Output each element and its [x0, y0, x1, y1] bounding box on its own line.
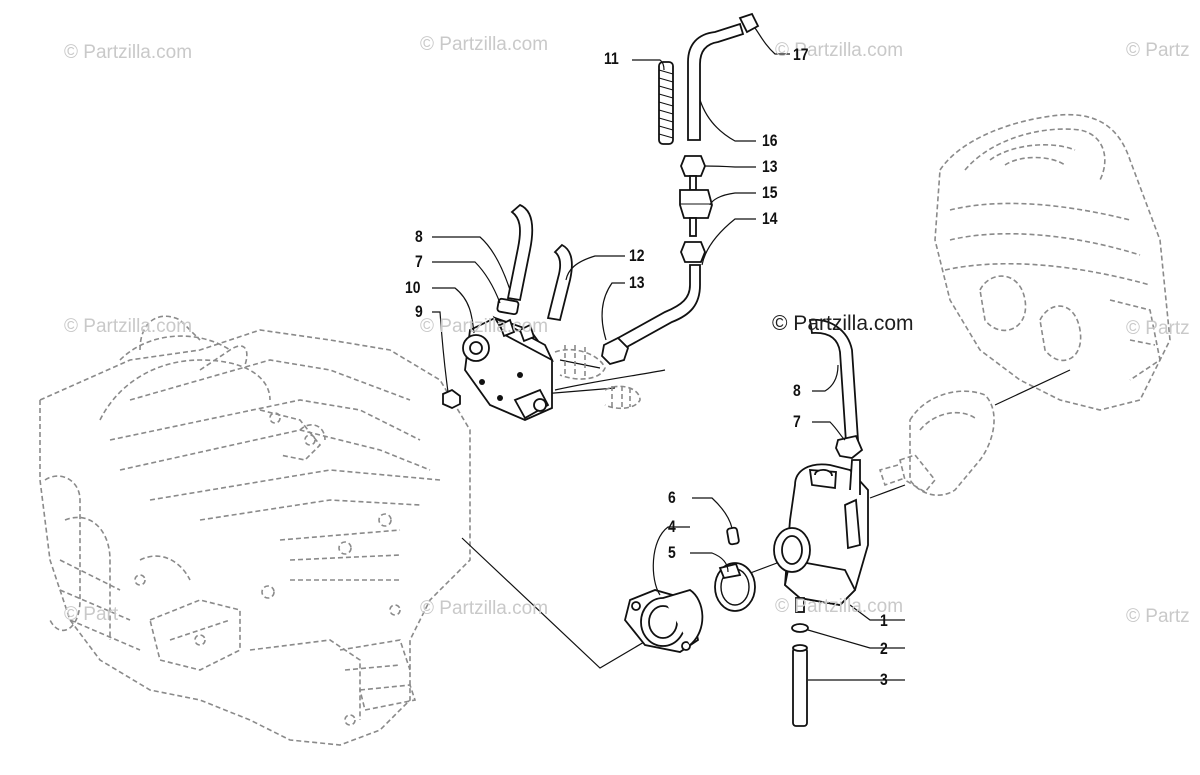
callout-5: 5 [668, 543, 676, 562]
air-box-outline [934, 113, 1171, 411]
fuel-pump [442, 203, 573, 421]
watermark-edge: © Partz [1126, 40, 1190, 61]
callout-7-pump: 7 [415, 252, 423, 271]
spring [658, 61, 674, 145]
callout-9: 9 [415, 302, 423, 321]
watermark: © Partzilla.com [420, 316, 549, 337]
watermark-center: © Partzilla.com [772, 312, 914, 335]
assembly-leader-lines [461, 359, 1071, 669]
callout-10: 10 [405, 278, 421, 297]
intake-flange [624, 526, 756, 653]
callout-11: 11 [604, 49, 619, 68]
callout-12: 12 [629, 246, 645, 265]
mounting-screws-outline [554, 345, 641, 410]
callout-17: 17 [793, 45, 809, 64]
watermark-edge: © Part [64, 604, 119, 625]
carburetor-assembly [773, 318, 869, 727]
callout-leaders [432, 27, 905, 681]
callout-13-lower: 13 [629, 273, 645, 292]
callout-16: 16 [762, 131, 778, 150]
fuel-filter-line [601, 12, 760, 366]
watermark: © Partzilla.com [64, 42, 193, 63]
watermark: © Partzilla.com [420, 34, 549, 55]
callout-4: 4 [668, 517, 676, 536]
callout-6: 6 [668, 488, 676, 507]
callout-3: 3 [880, 670, 888, 689]
intake-boot-outline [878, 390, 995, 496]
watermark: © Partzilla.com [775, 596, 904, 617]
callout-13-upper: 13 [762, 157, 778, 176]
watermark: © Partzilla.com [64, 316, 193, 337]
callout-15: 15 [762, 183, 778, 202]
callout-1: 1 [880, 611, 888, 630]
watermark-edge: © Partz [1126, 606, 1190, 627]
watermark: © Partzilla.com [420, 598, 549, 619]
callout-2: 2 [880, 639, 888, 658]
callout-7-carb: 7 [793, 412, 801, 431]
callout-8-carb: 8 [793, 381, 801, 400]
callout-8-pump: 8 [415, 227, 423, 246]
callout-14: 14 [762, 209, 778, 228]
watermark: © Partzilla.com [775, 40, 904, 61]
engine-outline [39, 315, 471, 746]
watermark-edge: © Partz [1126, 318, 1190, 339]
